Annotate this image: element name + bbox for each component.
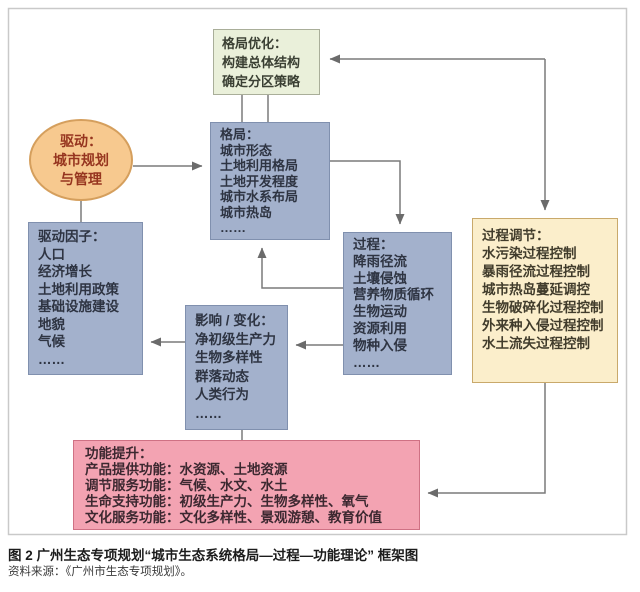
figure-source: 资料来源：《广州市生态专项规划》。 [8,566,192,578]
node-line: …… [353,354,380,370]
node-driver-ellipse: 驱动： 城市规划与管理 [29,119,133,201]
node-title: 功能提升： [85,446,153,461]
arrow-pattern-to-process [330,160,405,225]
node-process-regulation: 过程调节： 水污染过程控制暴雨径流过程控制城市热岛蔓延调控生物破碎化过程控制外来… [472,218,618,383]
node-line: 城市热岛蔓延调控 [482,282,590,297]
node-line: 暴雨径流过程控制 [482,264,590,279]
node-line: 生命支持功能：初级生产力、生物多样性、氧气 [85,494,369,509]
node-line: 产品提供功能：水资源、土地资源 [85,462,288,477]
node-line: 外来种入侵过程控制 [482,318,604,333]
node-title: 格局优化： [222,36,288,51]
node-line: 气候 [38,334,65,349]
node-line: 驱动： [60,132,102,149]
node-line: 与管理 [60,170,102,187]
node-lines: 净初级生产力生物多样性群落动态人类行为 …… [195,331,278,424]
node-line: 确定分区策略 [222,74,301,89]
node-line: 调节服务功能：气候、水文、水土 [85,478,288,493]
node-line: 基础设施建设 [38,299,119,314]
node-lines: 城市形态土地利用格局土地开发程度城市水系布局城市热岛…… [220,143,320,236]
node-line: 土地开发程度 [220,173,299,189]
node-driving-factors: 驱动因子： 人口经济增长土地利用政策基础设施建设地貌气候 …… [28,222,143,375]
node-pattern: 格局： 城市形态土地利用格局土地开发程度城市水系布局城市热岛…… [210,122,330,240]
node-line: …… [195,405,222,421]
node-line: 群落动态 [195,368,249,384]
node-line: 土壤侵蚀 [353,270,407,286]
node-line: 土地利用格局 [220,158,299,173]
node-line: 人类行为 [195,387,249,402]
node-lines: 水污染过程控制暴雨径流过程控制城市热岛蔓延调控生物破碎化过程控制外来种入侵过程控… [482,245,608,353]
node-line: 生物破碎化过程控制 [482,300,604,315]
node-pattern-optimization: 格局优化： 构建总体结构确定分区策略 [213,29,320,95]
node-line: …… [38,351,65,367]
node-line: 土地利用政策 [38,281,119,297]
node-impact-change: 影响 / 变化： 净初级生产力生物多样性群落动态人类行为 …… [185,305,288,430]
node-line: 资源利用 [353,320,407,336]
node-title: 影响 / 变化： [195,313,274,328]
node-line: 物种入侵 [353,337,407,353]
node-lines: 人口经济增长土地利用政策基础设施建设地貌气候 …… [38,246,133,369]
node-line: 地貌 [38,316,65,332]
node-lines: 产品提供功能：水资源、土地资源调节服务功能：气候、水文、水土生命支持功能：初级生… [85,462,408,526]
node-line: …… [220,220,246,235]
node-line: 水污染过程控制 [482,246,577,261]
node-title: 过程调节： [482,228,550,243]
node-lines: 降雨径流土壤侵蚀营养物质循环生物运动资源利用物种入侵…… [353,254,442,372]
node-function-improvement: 功能提升： 产品提供功能：水资源、土地资源调节服务功能：气候、水文、水土生命支持… [73,440,420,530]
node-line: 城市规划 [53,151,109,168]
node-lines: 构建总体结构确定分区策略 [222,53,311,91]
node-process: 过程： 降雨径流土壤侵蚀营养物质循环生物运动资源利用物种入侵…… [343,232,452,375]
node-title: 格局： [220,127,260,142]
arrow-regulation-to-function [427,383,546,498]
node-line: 人口 [38,246,65,262]
node-line: 经济增长 [38,264,92,279]
node-line: 营养物质循环 [353,287,434,303]
node-line: 构建总体结构 [222,55,301,70]
node-lines: 驱动： 城市规划与管理 [31,132,131,189]
node-line: 城市热岛 [220,204,273,220]
node-title: 过程： [353,237,394,252]
node-line: 水土流失过程控制 [482,336,590,351]
node-line: 净初级生产力 [195,331,276,347]
arrow-process-to-pattern [257,247,343,289]
figure-caption: 图 2 广州生态专项规划“城市生态系统格局—过程—功能理论” 框架图 [8,548,419,563]
node-line: 城市形态 [220,142,273,158]
node-line: 城市水系布局 [220,189,299,204]
node-line: 生物多样性 [195,350,263,365]
node-line: 降雨径流 [353,253,407,269]
figure-frame [7,7,628,536]
node-title: 驱动因子： [38,229,106,244]
node-line: 生物运动 [353,304,407,320]
node-line: 文化服务功能：文化多样性、景观游憩、教育价值 [85,510,382,525]
